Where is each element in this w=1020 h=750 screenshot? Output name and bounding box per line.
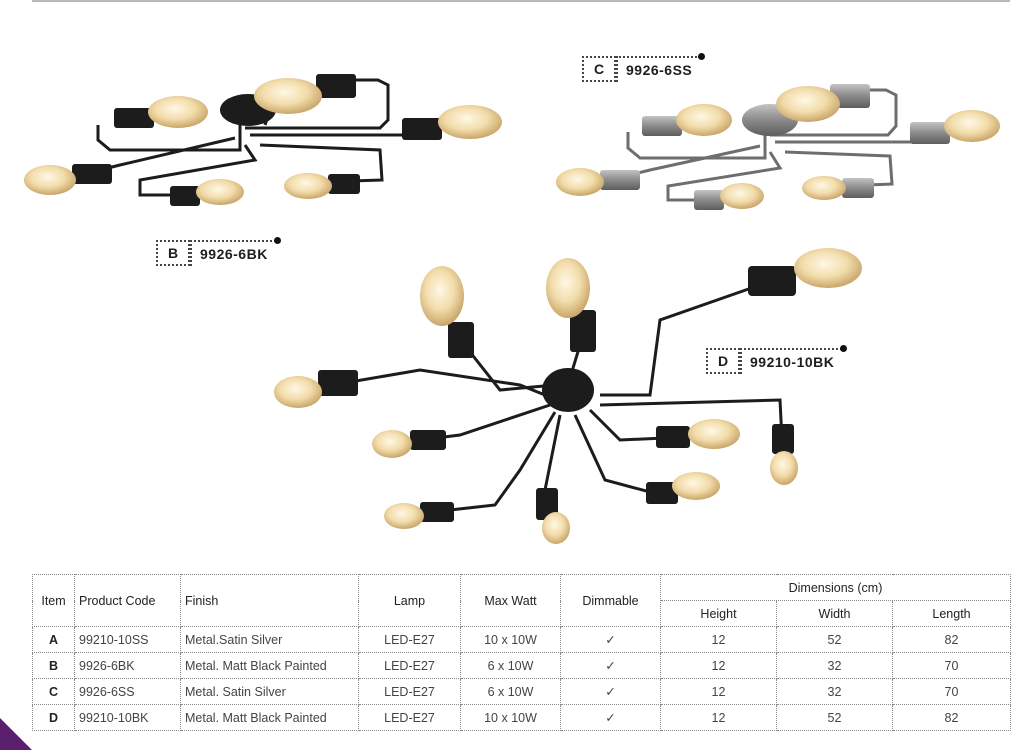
product-illustrations: [24, 74, 1000, 544]
cell-height: 12: [660, 626, 777, 653]
label-c: C 9926-6SS: [582, 53, 706, 82]
table-row: C 9926-6SS Metal. Satin Silver LED-E27 6…: [32, 678, 1012, 705]
header-dimmable: Dimmable: [560, 574, 661, 627]
label-d-letter: D: [706, 348, 740, 374]
cell-lamp: LED-E27: [358, 704, 461, 731]
label-d-code: 99210-10BK: [740, 345, 848, 374]
label-c-code-text: 9926-6SS: [626, 62, 693, 78]
label-d: D 99210-10BK: [706, 345, 848, 374]
header-max-watt: Max Watt: [460, 574, 561, 627]
cell-width: 52: [776, 704, 893, 731]
check-mark-icon: ✓: [560, 652, 661, 679]
cell-product-code: 99210-10SS: [74, 626, 181, 653]
fixture-c-image: [556, 84, 1000, 210]
table-row: A 99210-10SS Metal.Satin Silver LED-E27 …: [32, 626, 1012, 653]
cell-width: 32: [776, 652, 893, 679]
cell-lamp: LED-E27: [358, 678, 461, 705]
cell-height: 12: [660, 704, 777, 731]
fixture-b-image: [24, 74, 502, 206]
cell-length: 70: [891, 678, 1012, 705]
corner-accent: [0, 718, 32, 750]
spec-table: Item Product Code Finish Lamp Max Watt D…: [32, 574, 1012, 731]
table-subheader-row: Height Width Length: [33, 600, 1012, 627]
header-product-code: Product Code: [74, 574, 181, 627]
table-row: D 99210-10BK Metal. Matt Black Painted L…: [32, 704, 1012, 731]
label-b: B 9926-6BK: [156, 237, 281, 266]
header-width: Width: [776, 600, 893, 627]
cell-product-code: 9926-6BK: [74, 652, 181, 679]
label-c-dot: [698, 53, 706, 60]
cell-length: 82: [891, 704, 1012, 731]
cell-length: 82: [891, 626, 1012, 653]
cell-height: 12: [660, 652, 777, 679]
cell-max-watt: 10 x 10W: [460, 704, 561, 731]
cell-finish: Metal. Matt Black Painted: [180, 652, 359, 679]
cell-item: B: [32, 652, 75, 679]
cell-finish: Metal. Matt Black Painted: [180, 704, 359, 731]
label-b-letter: B: [156, 240, 190, 266]
table-row: B 9926-6BK Metal. Matt Black Painted LED…: [32, 652, 1012, 679]
cell-max-watt: 10 x 10W: [460, 626, 561, 653]
check-mark-icon: ✓: [560, 678, 661, 705]
cell-lamp: LED-E27: [358, 652, 461, 679]
header-lamp: Lamp: [358, 574, 461, 627]
header-finish: Finish: [180, 574, 359, 627]
label-b-code: 9926-6BK: [190, 237, 281, 266]
cell-product-code: 99210-10BK: [74, 704, 181, 731]
cell-max-watt: 6 x 10W: [460, 678, 561, 705]
fixture-d-image: [274, 248, 862, 544]
cell-lamp: LED-E27: [358, 626, 461, 653]
cell-finish: Metal. Satin Silver: [180, 678, 359, 705]
cell-item: C: [32, 678, 75, 705]
check-mark-icon: ✓: [560, 626, 661, 653]
cell-height: 12: [660, 678, 777, 705]
label-c-letter: C: [582, 56, 616, 82]
header-height: Height: [660, 600, 777, 627]
cell-max-watt: 6 x 10W: [460, 652, 561, 679]
cell-product-code: 9926-6SS: [74, 678, 181, 705]
check-mark-icon: ✓: [560, 704, 661, 731]
header-length: Length: [891, 600, 1012, 627]
cell-width: 52: [776, 626, 893, 653]
label-b-code-text: 9926-6BK: [200, 246, 268, 262]
cell-width: 32: [776, 678, 893, 705]
cell-item: A: [32, 626, 75, 653]
cell-finish: Metal.Satin Silver: [180, 626, 359, 653]
header-item: Item: [32, 574, 75, 627]
label-d-code-text: 99210-10BK: [750, 354, 835, 370]
header-dimensions: Dimensions (cm): [659, 574, 1012, 601]
cell-length: 70: [891, 652, 1012, 679]
cell-item: D: [32, 704, 75, 731]
table-header-row: Item Product Code Finish Lamp Max Watt D…: [32, 574, 1012, 627]
top-divider: [32, 0, 1010, 2]
label-d-dot: [840, 345, 848, 352]
label-b-dot: [273, 237, 281, 244]
label-c-code: 9926-6SS: [616, 53, 706, 82]
